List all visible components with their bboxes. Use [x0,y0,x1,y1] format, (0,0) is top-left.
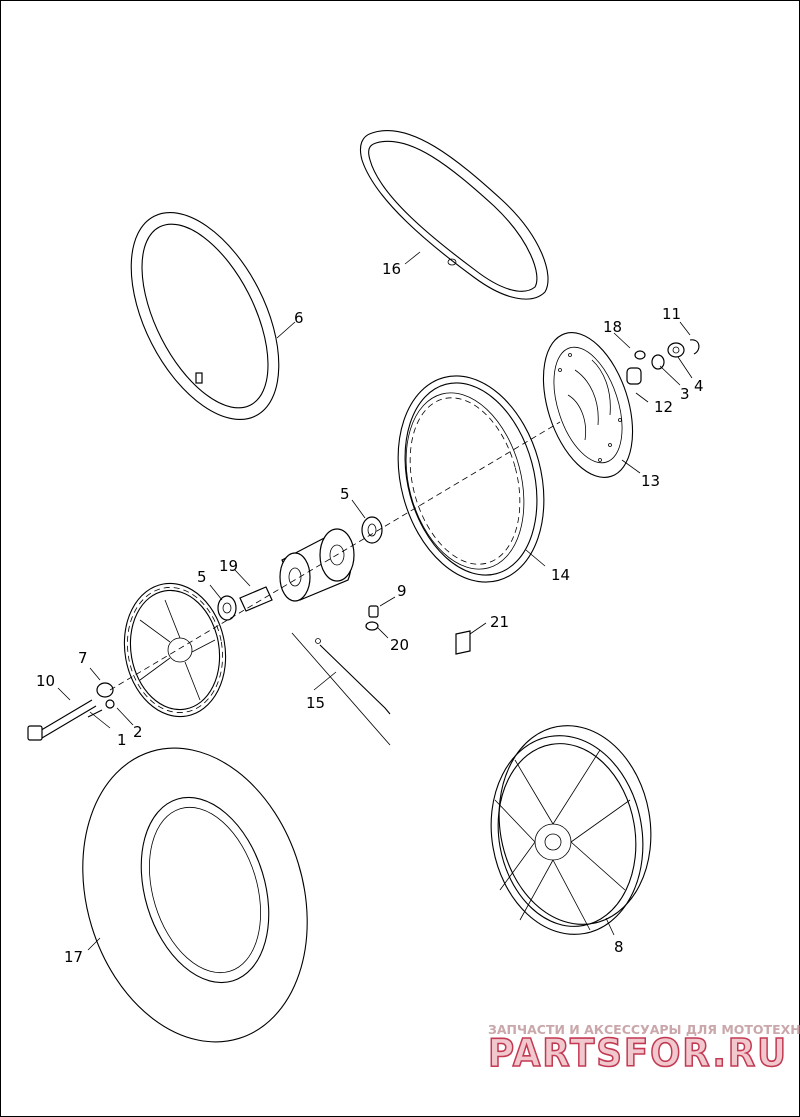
spoked-wheel-assembly [490,725,652,935]
callout-19: 19 [219,557,238,575]
callout-2: 2 [133,723,143,741]
callout-5-upper: 5 [340,485,350,503]
inner-tube [130,212,280,420]
leader-lines [57,251,693,951]
callout-21: 21 [490,613,509,631]
wheel-hub [217,516,383,621]
brake-rotor [542,332,634,478]
tire [82,747,308,1043]
rotor-hardware [626,339,700,385]
callout-20: 20 [390,636,409,654]
callout-15: 15 [306,694,325,712]
callout-1: 1 [117,731,127,749]
callout-13: 13 [641,472,660,490]
wheel-rim [397,375,545,583]
callout-8: 8 [614,938,624,956]
callout-11: 11 [662,305,681,323]
callout-3: 3 [680,385,690,403]
label-card [455,630,471,655]
axle-hardware [27,682,115,741]
axle-centerline [109,421,561,691]
callout-12: 12 [654,398,673,416]
callout-5-lower: 5 [197,568,207,586]
watermark-tagline: ЗАПЧАСТИ И АКСЕССУАРЫ ДЛЯ МОТОТЕХНИКИ [488,1022,800,1037]
callout-6: 6 [294,309,304,327]
callout-16: 16 [382,260,401,278]
drive-belt [359,130,549,300]
watermark-logo: PARTSFOR.RU [488,1031,788,1075]
callout-4: 4 [694,377,704,395]
callout-17: 17 [64,948,83,966]
callout-10: 10 [36,672,55,690]
callout-14: 14 [551,566,570,584]
rear-sprocket [123,582,227,718]
valve-parts [365,605,379,631]
callout-18: 18 [603,318,622,336]
callout-7: 7 [78,649,88,667]
callout-9: 9 [397,582,407,600]
spoke [291,632,391,746]
